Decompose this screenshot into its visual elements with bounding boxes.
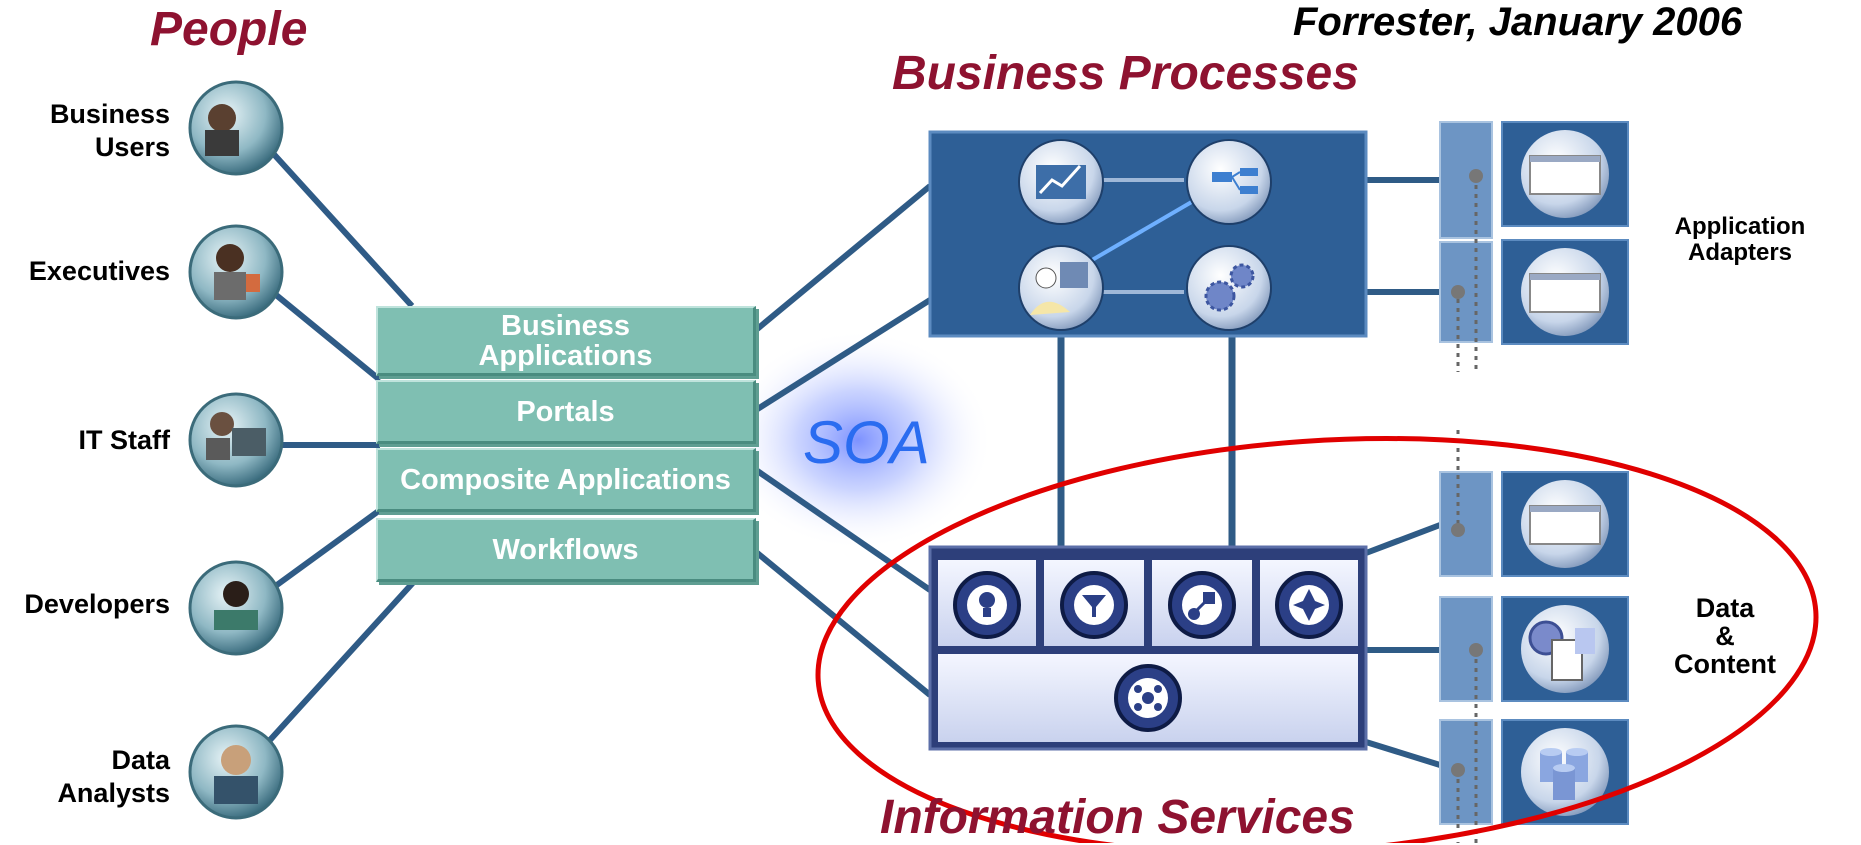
adapter-column-left bbox=[1439, 121, 1493, 843]
person-label-developers: Developers bbox=[0, 588, 170, 621]
business-processes-heading: Business Processes bbox=[892, 47, 1359, 100]
distribute-service-icon bbox=[1275, 571, 1343, 639]
person-label-line: Business bbox=[49, 99, 170, 129]
person-label-business-users: Business Users bbox=[0, 98, 170, 164]
composite-applications-box: Composite Applications bbox=[376, 448, 756, 512]
transform-service-icon bbox=[1168, 571, 1236, 639]
process-flow-icon bbox=[1186, 139, 1272, 225]
person-label-line: IT Staff bbox=[78, 425, 171, 455]
person-label-line: Analysts bbox=[57, 778, 170, 808]
developer-photo-icon bbox=[188, 560, 284, 656]
person-label-line: Data bbox=[111, 745, 170, 775]
media-document-icon bbox=[1501, 596, 1629, 702]
trend-chart-icon bbox=[1018, 139, 1104, 225]
data-content-label: Data & Content bbox=[1650, 594, 1800, 678]
portals-box: Portals bbox=[376, 380, 756, 444]
information-services-highlight bbox=[815, 436, 1819, 843]
data-analyst-photo-icon bbox=[188, 724, 284, 820]
business-applications-line: Business bbox=[501, 309, 630, 342]
person-label-data-analysts: Data Analysts bbox=[0, 744, 170, 810]
it-staff-photo-icon bbox=[188, 392, 284, 488]
business-users-photo-icon bbox=[188, 80, 284, 176]
process-service-links bbox=[1057, 336, 1236, 547]
application-window-icon-2 bbox=[1501, 239, 1629, 345]
person-label-line: Executives bbox=[28, 256, 170, 286]
workflows-box: Workflows bbox=[376, 518, 756, 582]
gears-icon bbox=[1186, 245, 1272, 331]
application-window-icon-1 bbox=[1501, 121, 1629, 227]
people-heading: People bbox=[150, 3, 308, 56]
data-content-line: & bbox=[1715, 621, 1735, 651]
citation-text: Forrester, January 2006 bbox=[1293, 0, 1743, 44]
information-services-heading: Information Services bbox=[880, 791, 1355, 844]
filter-service-icon bbox=[1060, 571, 1128, 639]
user-computer-icon bbox=[1018, 245, 1104, 331]
workflows-label: Workflows bbox=[492, 533, 639, 566]
people-connectors bbox=[267, 147, 423, 743]
person-label-it-staff: IT Staff bbox=[0, 424, 171, 457]
application-adapters-line: Application bbox=[1674, 213, 1806, 240]
application-adapters-label: Application Adapters bbox=[1660, 214, 1820, 266]
person-label-executives: Executives bbox=[0, 255, 170, 288]
soa-label: SOA bbox=[803, 409, 930, 476]
person-label-line: Users bbox=[94, 132, 170, 162]
data-content-line: Data bbox=[1695, 593, 1755, 623]
composite-applications-label: Composite Applications bbox=[400, 463, 731, 496]
application-adapters-line: Adapters bbox=[1687, 239, 1793, 266]
business-applications-box: Business Applications bbox=[376, 306, 756, 376]
lightbulb-service-icon bbox=[953, 571, 1021, 639]
business-applications-line: Applications bbox=[478, 339, 653, 372]
adapter-connectors bbox=[1364, 177, 1442, 768]
business-process-box bbox=[928, 130, 1368, 338]
application-window-icon-3 bbox=[1501, 471, 1629, 577]
portals-label: Portals bbox=[516, 395, 615, 428]
hub-service-icon bbox=[1114, 664, 1182, 732]
database-cylinders-icon bbox=[1501, 719, 1629, 825]
person-label-line: Developers bbox=[24, 589, 170, 619]
data-content-line: Content bbox=[1674, 649, 1776, 679]
executive-photo-icon bbox=[188, 224, 284, 320]
app-connectors bbox=[754, 183, 932, 698]
